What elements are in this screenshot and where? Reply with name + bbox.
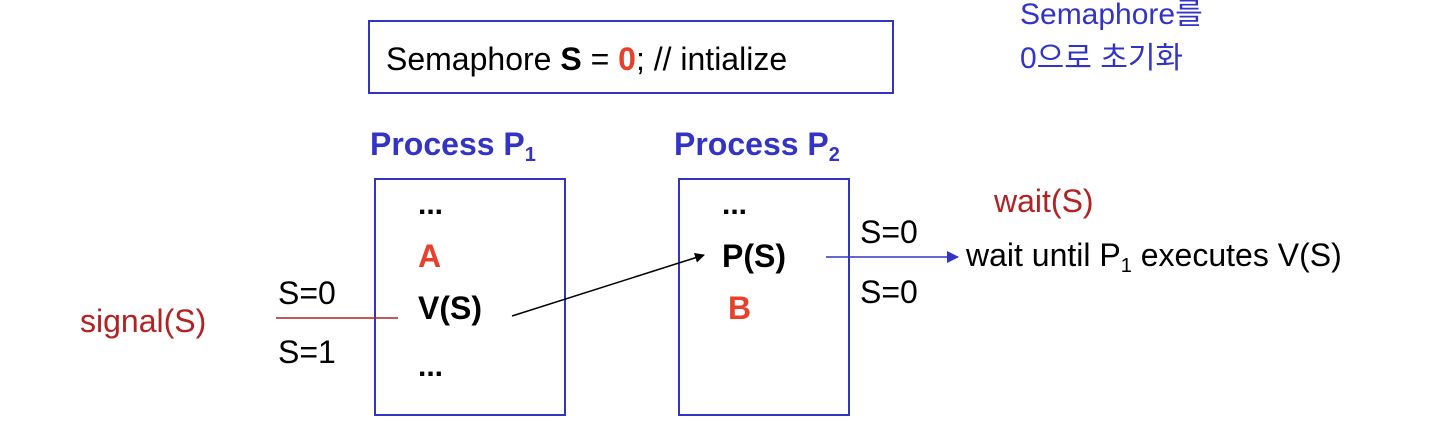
wait-after-value: S=0 — [860, 274, 918, 310]
init-value: 0 — [618, 41, 636, 77]
process2-title: Process P2 — [674, 126, 840, 166]
process1-title: Process P1 — [370, 126, 536, 166]
init-eq: = — [581, 41, 619, 77]
signal-label: signal(S) — [80, 303, 207, 339]
process2-line-b: B — [728, 290, 752, 326]
init-suffix: ; // intialize — [635, 41, 788, 77]
signal-after-value: S=1 — [278, 334, 336, 370]
signal-before-value: S=0 — [278, 275, 336, 311]
vs-to-ps-arrow — [511, 252, 705, 317]
init-box — [368, 20, 894, 94]
init-statement: Semaphore S = 0; // intialize — [386, 43, 787, 75]
process2-line-ellipsis-top: ... — [722, 188, 748, 221]
process1-box — [374, 178, 566, 416]
wait-label: wait(S) — [994, 183, 1094, 219]
init-var: S — [560, 41, 582, 77]
wait-before-value: S=0 — [860, 214, 918, 250]
process1-line-vs: V(S) — [418, 290, 482, 326]
process1-line-ellipsis-bottom: ... — [418, 350, 444, 383]
init-note-line1: Semaphore를 — [1020, 0, 1203, 31]
wait-message: wait until P1 executes V(S) — [966, 237, 1342, 277]
process2-line-ps: P(S) — [722, 238, 786, 274]
init-note-line2: 0으로 초기화 — [1020, 42, 1184, 75]
init-prefix: Semaphore — [386, 41, 561, 77]
process1-line-a: A — [418, 238, 442, 274]
process2-box — [678, 178, 850, 416]
process1-line-ellipsis-top: ... — [418, 188, 444, 221]
